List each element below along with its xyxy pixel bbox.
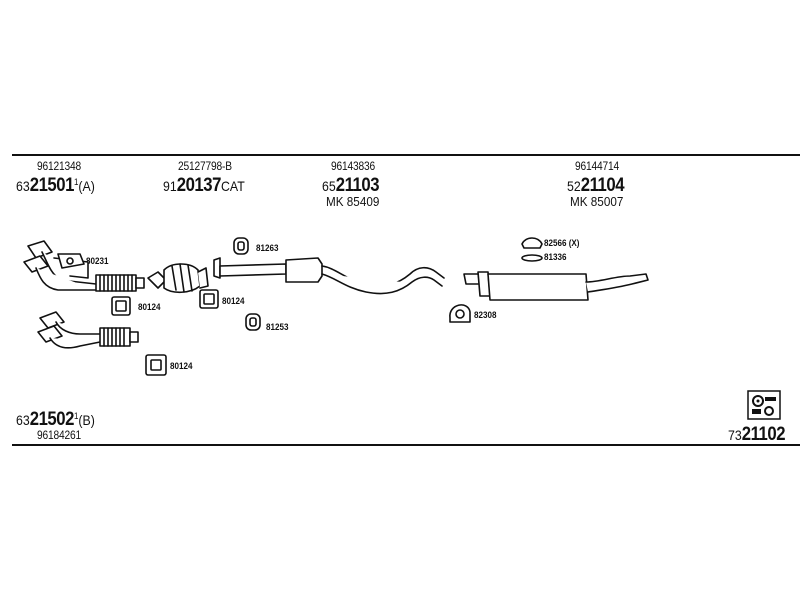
- mk-number-middle-silencer: MK 85409: [326, 194, 380, 209]
- label-gasket-b: 80124: [222, 296, 245, 307]
- clamp-x[interactable]: [521, 237, 543, 249]
- hanger-bottom[interactable]: [245, 313, 261, 331]
- part-number-middle-silencer[interactable]: 6521103: [322, 175, 380, 196]
- label-clamp-x: 82566 (X): [544, 238, 580, 249]
- gasket-a[interactable]: [111, 296, 131, 316]
- part-number-rear-silencer[interactable]: 5221104: [567, 175, 625, 196]
- kit-number[interactable]: 7321102: [728, 424, 786, 445]
- part-number-catalyst[interactable]: 9120137CAT: [163, 175, 245, 196]
- hanger-top[interactable]: [233, 237, 249, 255]
- label-gasket-a: 80124: [138, 302, 161, 313]
- clamp-rear[interactable]: [449, 304, 471, 323]
- oem-number-3: 96143836: [331, 159, 376, 173]
- part-number-front-pipe-a[interactable]: 63215011(A): [16, 175, 95, 196]
- label-gasket-c: 80124: [170, 361, 193, 372]
- catalytic-converter[interactable]: [147, 263, 209, 294]
- front-pipe-a[interactable]: [23, 240, 97, 291]
- part-number-front-pipe-b[interactable]: 63215021(B): [16, 409, 95, 430]
- bottom-divider-line: [12, 444, 800, 446]
- label-hanger-bottom: 81253: [266, 322, 289, 333]
- mk-number-rear-silencer: MK 85007: [570, 194, 624, 209]
- oem-number-1: 96121348: [37, 159, 82, 173]
- oem-number-front-pipe-b: 96184261: [37, 428, 82, 442]
- label-gasket-front: 80231: [86, 256, 109, 267]
- oem-number-4: 96144714: [575, 159, 620, 173]
- rear-silencer[interactable]: [463, 271, 649, 301]
- gasket-front[interactable]: [57, 253, 85, 269]
- gasket-b[interactable]: [199, 289, 219, 309]
- front-pipe-b[interactable]: [37, 311, 101, 349]
- label-hanger-rear: 81336: [544, 252, 567, 263]
- flex-pipe-b[interactable]: [99, 327, 139, 347]
- top-divider-line: [12, 154, 800, 156]
- label-hanger-top: 81263: [256, 243, 279, 254]
- middle-silencer[interactable]: [213, 257, 445, 295]
- flex-pipe-a[interactable]: [95, 274, 145, 292]
- oem-number-2: 25127798-B: [178, 159, 232, 173]
- chain-gear-logo-icon: [747, 390, 781, 420]
- gasket-c[interactable]: [145, 354, 167, 376]
- hanger-rear[interactable]: [521, 254, 543, 262]
- label-clamp-rear: 82308: [474, 310, 497, 321]
